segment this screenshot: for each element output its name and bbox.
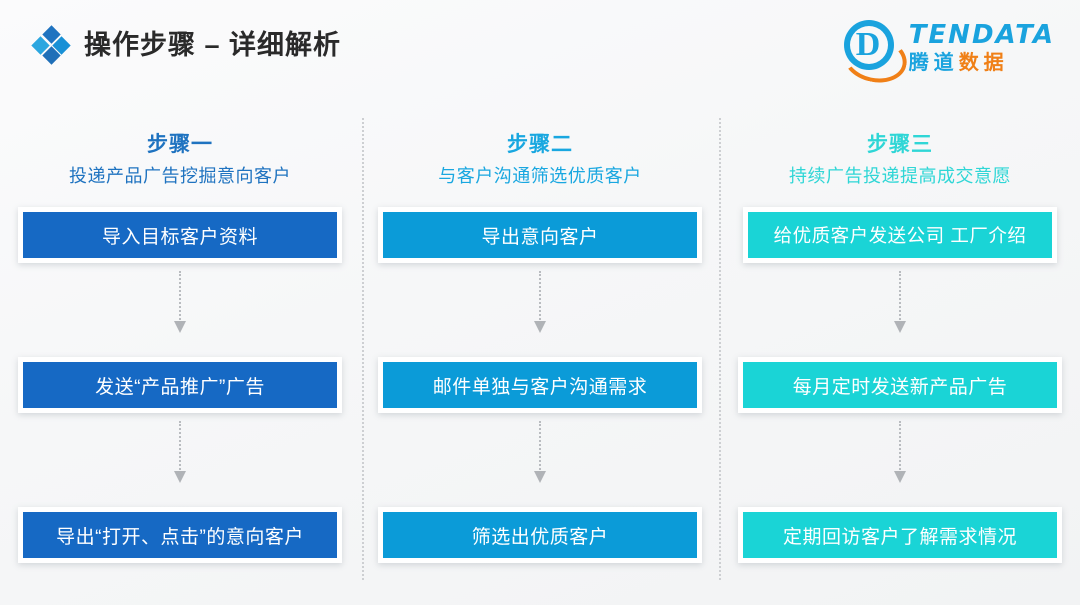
slide-header: 操作步骤 – 详细解析 D TENDATA 腾道数据 <box>0 0 1080 96</box>
step-node-2-2[interactable]: 邮件单独与客户沟通需求 <box>378 357 702 413</box>
step-node-2-1[interactable]: 导出意向客户 <box>378 207 702 263</box>
column-separator-2 <box>719 118 721 580</box>
arrow-down-icon <box>533 271 547 338</box>
logo-name-cn-orange: 数据 <box>958 51 1009 74</box>
logo-letter: D <box>855 26 881 63</box>
step-node-3-2[interactable]: 每月定时发送新产品广告 <box>738 357 1062 413</box>
step-title-2: 步骤二 <box>507 133 573 156</box>
step-node-1-2[interactable]: 发送“产品推广”广告 <box>18 357 342 413</box>
step-column-3: 步骤三 持续广告投递提高成交意愿 给优质客户发送公司 工厂介绍 每月定时发送新产… <box>720 132 1080 563</box>
step-subtitle-1: 投递产品广告挖掘意向客户 <box>69 166 291 186</box>
logo-name-cn-blue: 腾道 <box>908 51 959 74</box>
step-node-1-1[interactable]: 导入目标客户资料 <box>18 207 342 263</box>
step-subtitle-3: 持续广告投递提高成交意愿 <box>789 166 1011 186</box>
arrow-down-icon <box>893 271 907 338</box>
step-node-3-3[interactable]: 定期回访客户了解需求情况 <box>738 507 1062 563</box>
arrow-down-icon <box>173 271 187 338</box>
brand-logo: D TENDATA 腾道数据 <box>838 18 1055 89</box>
arrow-down-icon <box>533 421 547 488</box>
step-subtitle-2: 与客户沟通筛选优质客户 <box>438 166 642 186</box>
arrow-down-icon <box>173 421 187 488</box>
step-column-2: 步骤二 与客户沟通筛选优质客户 导出意向客户 邮件单独与客户沟通需求 筛选出优质… <box>360 132 720 563</box>
diamond-cluster-icon <box>31 25 71 65</box>
step-node-3-1[interactable]: 给优质客户发送公司 工厂介绍 <box>743 207 1057 263</box>
step-node-1-3[interactable]: 导出“打开、点击”的意向客户 <box>18 507 342 563</box>
steps-container: 步骤一 投递产品广告挖掘意向客户 导入目标客户资料 发送“产品推广”广告 导出“… <box>0 132 1080 563</box>
logo-name-cn: 腾道数据 <box>909 53 1055 73</box>
step-column-1: 步骤一 投递产品广告挖掘意向客户 导入目标客户资料 发送“产品推广”广告 导出“… <box>0 132 360 563</box>
logo-name-en: TENDATA <box>908 19 1055 50</box>
step-title-3: 步骤三 <box>867 133 933 156</box>
tendata-logo-icon: D <box>838 18 911 89</box>
page-title: 操作步骤 – 详细解析 <box>84 30 342 60</box>
step-node-2-3[interactable]: 筛选出优质客户 <box>378 507 702 563</box>
column-separator-1 <box>362 118 364 580</box>
step-title-1: 步骤一 <box>147 133 213 156</box>
arrow-down-icon <box>893 421 907 488</box>
title-group: 操作步骤 – 详细解析 <box>31 25 342 65</box>
logo-wordmark: TENDATA 腾道数据 <box>909 22 1055 73</box>
